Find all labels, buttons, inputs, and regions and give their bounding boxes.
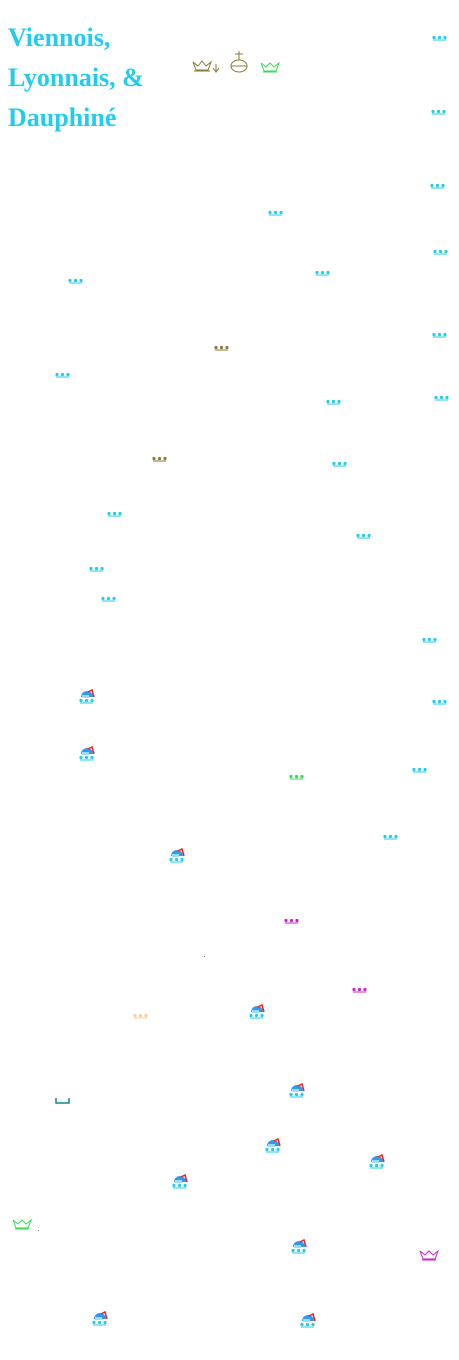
title-line-2: Lyonnais, &: [8, 63, 144, 92]
house-marker: [249, 1003, 265, 1019]
small-crown-marker: [332, 461, 347, 467]
small-crown-marker: [430, 183, 445, 189]
house-marker: [79, 745, 95, 761]
small-crown-marker: [412, 767, 427, 773]
small-crown-marker: [326, 399, 341, 405]
small-crown-marker: [383, 834, 398, 840]
small-crown-marker: [422, 637, 437, 643]
open-crown-marker: [12, 1218, 33, 1230]
title-line-3: Dauphiné: [8, 103, 117, 132]
small-crown-marker: [315, 270, 330, 276]
small-crown-marker: [214, 345, 229, 351]
small-crown-marker: [133, 1013, 148, 1019]
small-crown-marker: [432, 699, 447, 705]
small-crown-marker: [434, 395, 449, 401]
house-marker: [265, 1137, 281, 1153]
house-marker: [291, 1238, 307, 1254]
house-marker: [300, 1312, 316, 1328]
small-crown-marker: [432, 332, 447, 338]
bracket-marker: [55, 1098, 70, 1104]
small-crown-marker: [432, 35, 447, 41]
small-crown-marker: [289, 774, 304, 780]
house-marker: [369, 1153, 385, 1169]
small-crown-marker: [152, 456, 167, 462]
house-marker: [79, 688, 95, 704]
stray-dot: [204, 956, 205, 957]
house-marker: [92, 1310, 108, 1326]
small-crown-marker: [89, 566, 104, 572]
open-crown-arrow-icon: [192, 60, 220, 73]
small-crown-marker: [356, 533, 371, 539]
title-line-1: Viennois,: [8, 23, 111, 52]
small-crown-marker: [55, 372, 70, 378]
small-crown-marker: [68, 278, 83, 284]
small-crown-marker: [101, 596, 116, 602]
small-crown-marker: [268, 210, 283, 216]
page-title: Viennois, Lyonnais, & Dauphiné: [8, 18, 144, 138]
small-crown-marker: [431, 109, 446, 115]
open-crown-marker: [419, 1249, 440, 1261]
orb-icon: [230, 51, 248, 73]
green-open-crown-icon: [260, 62, 280, 73]
small-crown-marker: [352, 987, 367, 993]
small-crown-marker: [107, 511, 122, 517]
house-marker: [289, 1082, 305, 1098]
stray-dot: [38, 1230, 39, 1231]
small-crown-marker: [433, 249, 448, 255]
house-marker: [169, 847, 185, 863]
small-crown-marker: [284, 918, 299, 924]
house-marker: [172, 1173, 188, 1189]
